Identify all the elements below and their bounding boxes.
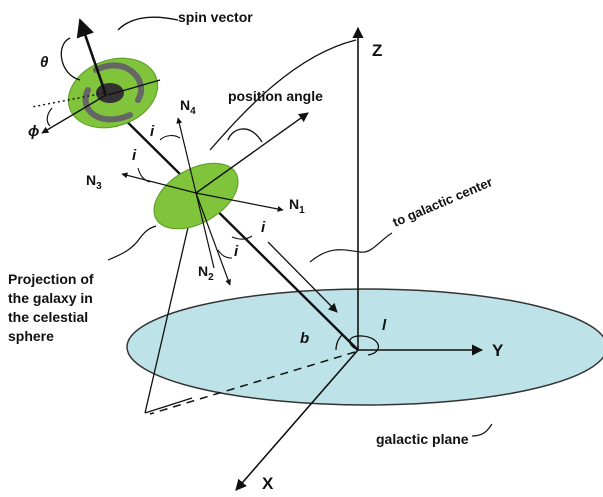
y-axis-label: Y [492,341,504,360]
to-galactic-center-label: to galactic center [390,174,494,230]
galactic-plane-disk [126,288,603,406]
galaxy-horizontal-axis [107,79,161,96]
i-arc-4 [217,249,233,259]
i-label-2: i [132,147,137,164]
galactic-plane-label: galactic plane [376,431,469,447]
i-label-3: i [261,219,266,236]
plane-pointer [471,423,493,437]
x-axis [235,349,359,491]
galaxy-vertical-line [144,192,197,414]
i-arc-1 [159,135,181,141]
n3-label: N3 [86,172,102,192]
position-angle-label: position angle [228,88,323,104]
projected-galaxy [153,162,239,230]
l-angle-arc [349,335,379,356]
theta-label: θ [40,54,49,71]
to-galactic-center-arrow [267,241,338,313]
n2-label: N2 [198,263,214,283]
i-arc-2 [137,167,151,183]
b-angle-arc [335,333,344,351]
n1-arrow [195,192,284,212]
l-angle-label: l [382,317,387,334]
b-angle-label: b [300,330,309,347]
meridian-curve [209,39,357,151]
projection-label-line4: sphere [8,328,54,344]
dashed-projection-line [149,351,356,415]
plane-foot-line [144,397,193,414]
spin-vector-arrow [76,18,108,96]
x-axis-label: X [262,474,274,493]
phi-dotted-axis [31,92,105,108]
n4-label: N4 [180,97,196,117]
n2-arrow [195,192,231,286]
n3-arrow [121,172,197,194]
galactic-center-pointer [309,232,393,263]
position-angle-arrow [195,112,309,194]
projection-label-line2: the galaxy in [8,290,93,306]
z-axis-label: Z [372,41,382,60]
i-label-4: i [234,243,239,260]
projection-label-line3: the celestial [8,309,88,325]
phi-arc [46,107,53,127]
projection-label-line1: Projection of [8,271,94,287]
spin-vector-label: spin vector [178,9,253,25]
projection-pointer [107,225,157,261]
position-angle-arc [227,128,263,143]
phi-axis [41,94,107,134]
spin-pointer-curve [117,16,179,31]
n1-label: N1 [289,196,305,216]
galaxy-radius-line [99,94,359,351]
i-arc-3 [231,235,253,240]
n4-arrow [176,117,197,194]
theta-arc [60,37,81,81]
i-label-1: i [150,123,155,140]
phi-label: ϕ [28,123,39,140]
n4-extension [195,192,215,269]
